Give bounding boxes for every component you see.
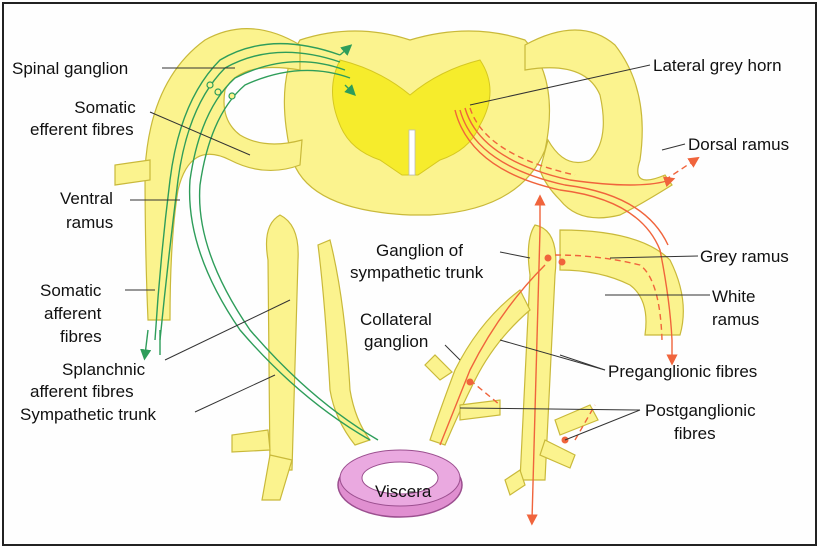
label-sympathetic-trunk: Sympathetic trunk bbox=[20, 404, 156, 425]
collateral-branch-b bbox=[460, 400, 500, 420]
label-lateral-grey-horn: Lateral grey horn bbox=[653, 55, 782, 76]
left-sympathetic-trunk bbox=[267, 215, 299, 470]
left-trunk-branch-b bbox=[262, 455, 292, 500]
collateral-branch-a bbox=[425, 355, 452, 380]
label-viscera: Viscera bbox=[375, 481, 431, 502]
label-collateral-1: Collateral bbox=[360, 309, 432, 330]
label-somatic-efferent-1: Somatic bbox=[60, 97, 150, 118]
label-ganglion-symp-2: sympathetic trunk bbox=[350, 262, 483, 283]
label-white-ramus-1: White bbox=[712, 286, 755, 307]
label-splanchnic-1: Splanchnic bbox=[62, 359, 145, 380]
label-grey-ramus: Grey ramus bbox=[700, 246, 789, 267]
label-spinal-ganglion: Spinal ganglion bbox=[12, 58, 128, 79]
label-ventral-ramus-2: ramus bbox=[66, 212, 113, 233]
label-ventral-ramus-1: Ventral bbox=[60, 188, 113, 209]
label-postganglionic-1: Postganglionic bbox=[645, 400, 756, 421]
label-dorsal-ramus: Dorsal ramus bbox=[688, 134, 789, 155]
label-somatic-efferent-2: efferent fibres bbox=[30, 119, 134, 140]
right-ventral-ramus bbox=[560, 230, 683, 335]
label-somatic-afferent-1: Somatic bbox=[40, 280, 101, 301]
label-somatic-afferent-2: afferent bbox=[44, 303, 101, 324]
label-collateral-2: ganglion bbox=[364, 331, 428, 352]
label-postganglionic-2: fibres bbox=[674, 423, 716, 444]
right-sympathetic-trunk bbox=[520, 225, 556, 480]
label-splanchnic-2: afferent fibres bbox=[30, 381, 134, 402]
label-white-ramus-2: ramus bbox=[712, 309, 759, 330]
central-canal bbox=[409, 130, 415, 175]
label-preganglionic: Preganglionic fibres bbox=[608, 361, 757, 382]
left-dorsal-branch bbox=[115, 160, 150, 185]
label-somatic-afferent-3: fibres bbox=[60, 326, 102, 347]
left-trunk-branch-a bbox=[232, 430, 270, 452]
label-ganglion-symp-1: Ganglion of bbox=[376, 240, 463, 261]
